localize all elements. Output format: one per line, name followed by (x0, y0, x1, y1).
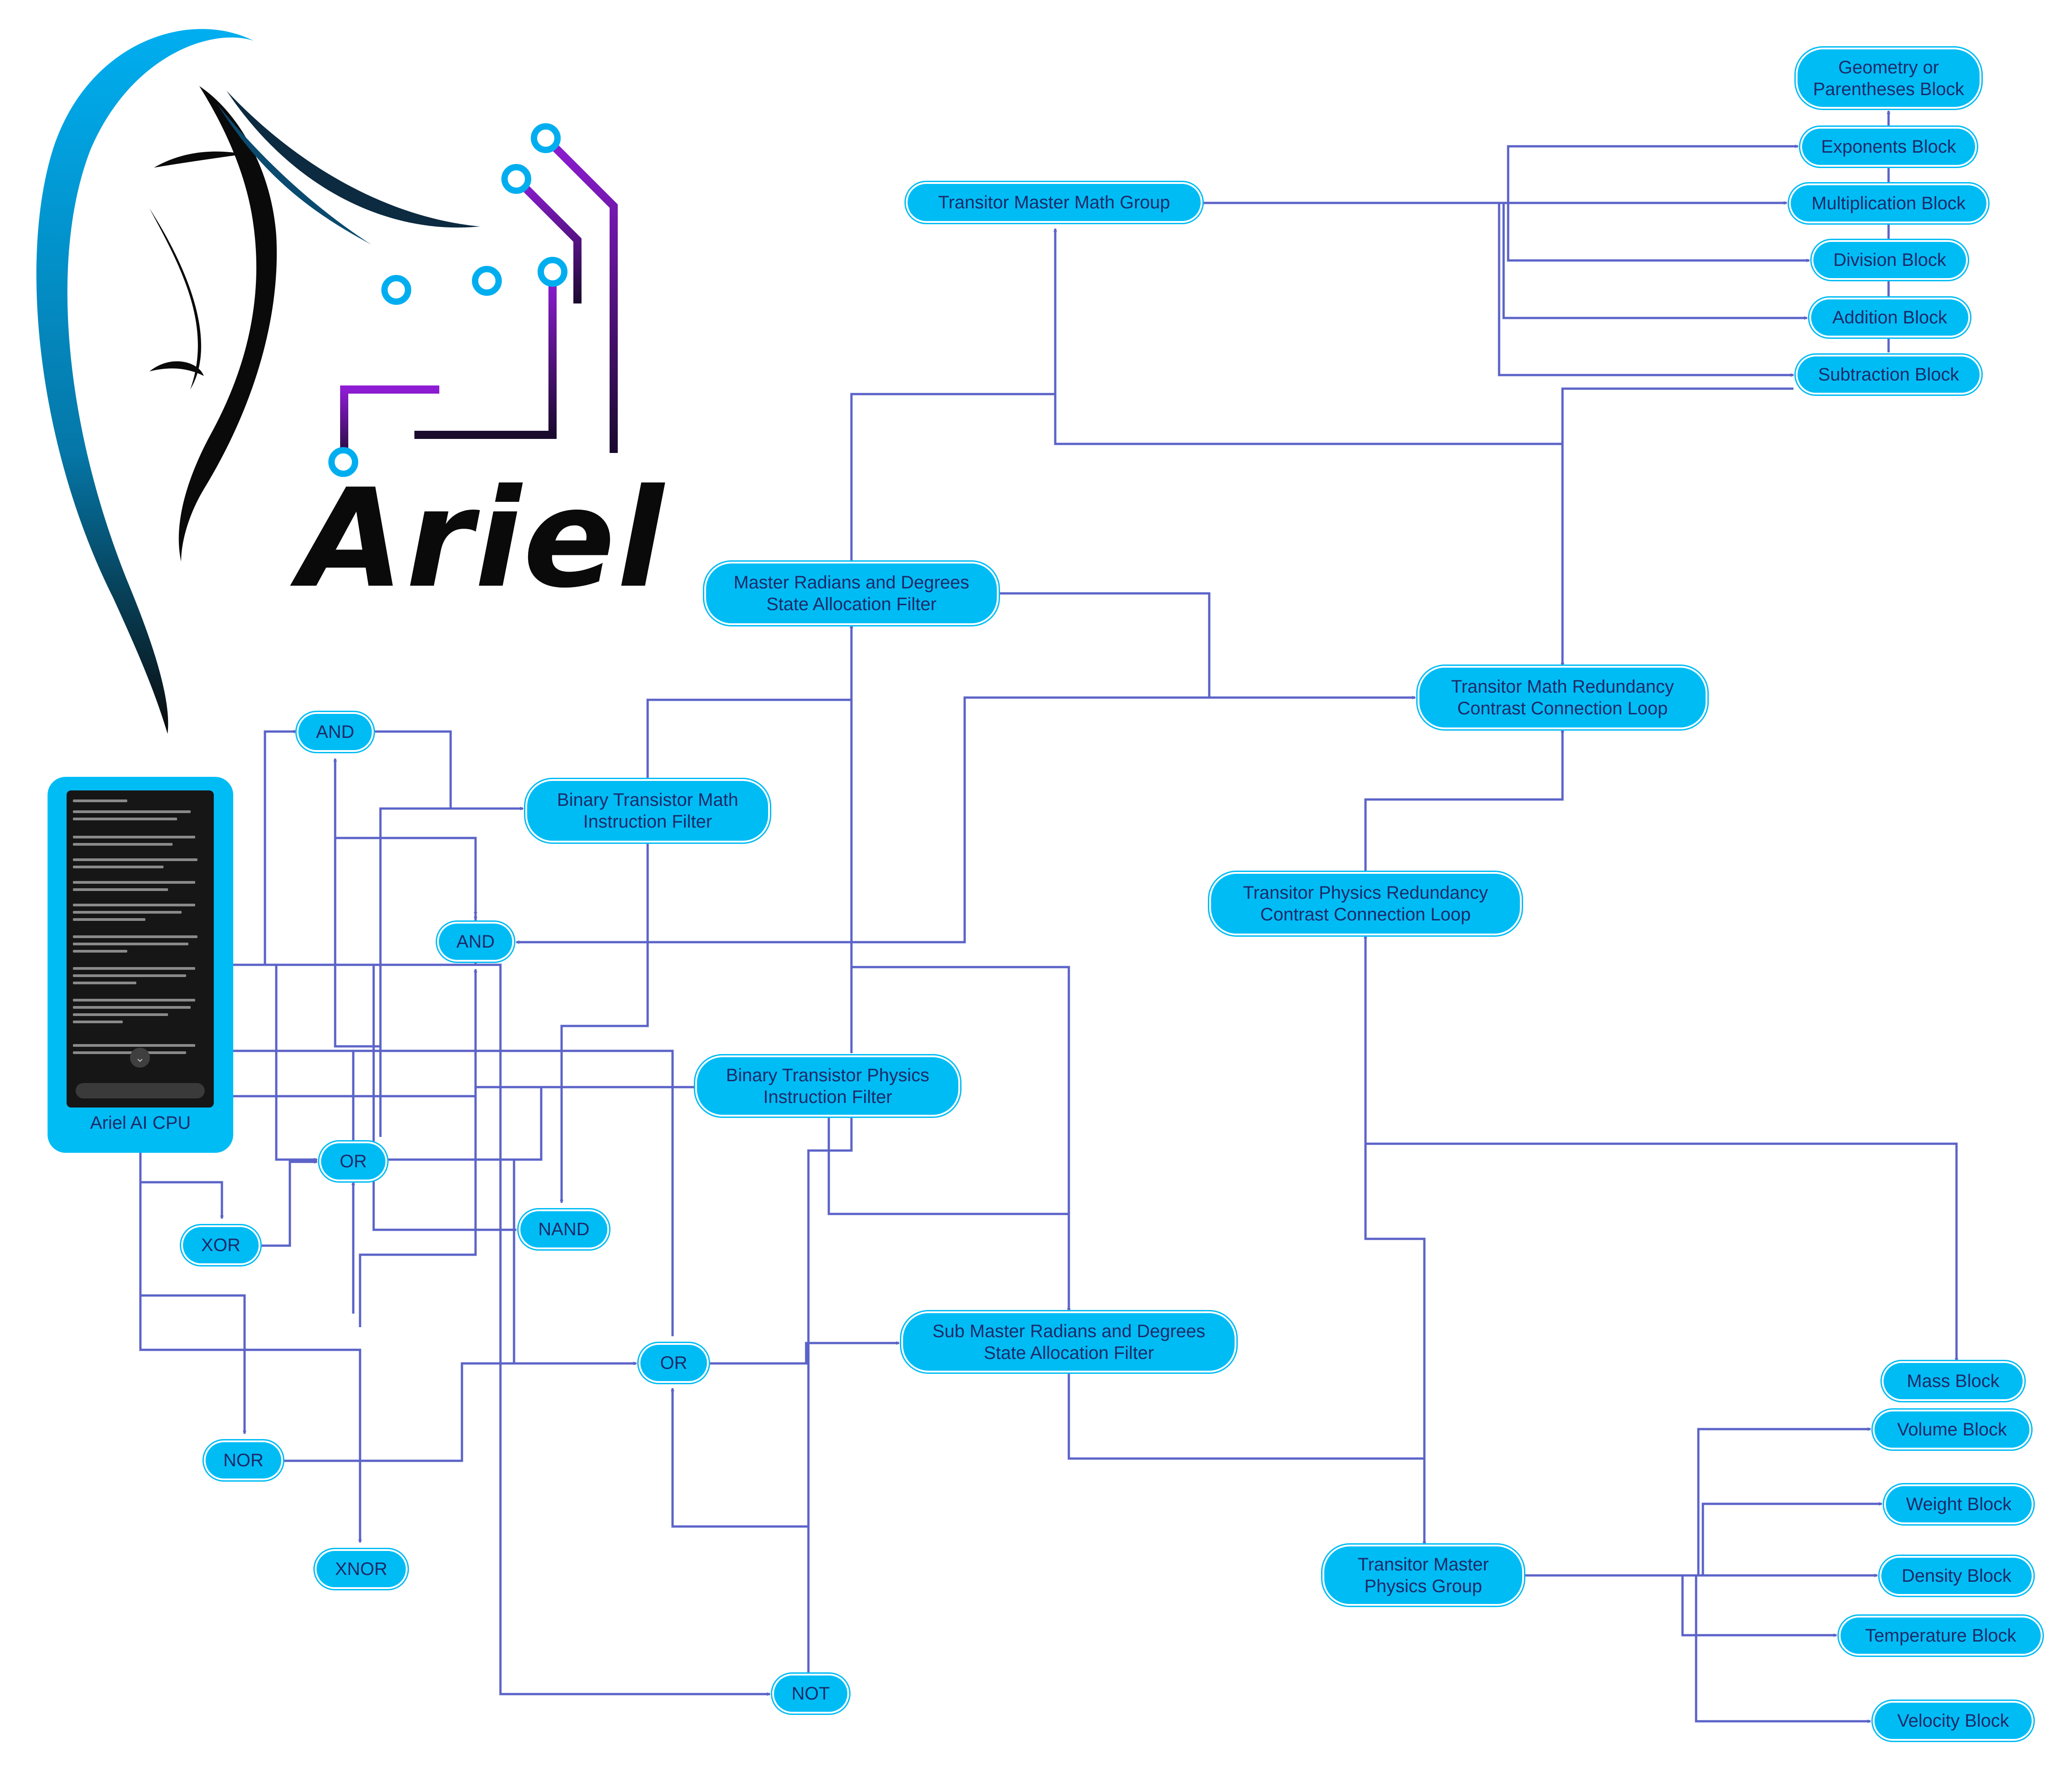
math-redundancy-loop[interactable]: Transitor Math Redundancy Contrast Conne… (1418, 666, 1707, 729)
xnor-gate[interactable]: XNOR (315, 1549, 408, 1589)
temperature-block[interactable]: Temperature Block (1839, 1616, 2043, 1656)
edge-subtraction-mathredundancy (1562, 387, 1793, 666)
mass-block[interactable]: Mass Block (1882, 1361, 2024, 1401)
xor-gate[interactable]: XOR (181, 1225, 260, 1265)
division-block[interactable]: Division Block (1812, 240, 1968, 280)
weight-block[interactable]: Weight Block (1884, 1484, 2034, 1524)
edge-physred-mass (1364, 935, 1957, 1361)
edge-or1-or2 (387, 1158, 636, 1363)
edge-mathgroup-division (1202, 202, 1809, 260)
edge-physred-mathred (1364, 729, 1562, 872)
edge-cpu-not (233, 963, 770, 1694)
nor-gate[interactable]: NOR (204, 1440, 283, 1480)
multiplication-block[interactable]: Multiplication Block (1789, 183, 1988, 223)
cpu-label: Ariel AI CPU (90, 1113, 191, 1133)
volume-block[interactable]: Volume Block (1873, 1410, 2031, 1449)
edge-radians-mathgroup (850, 229, 1055, 562)
edge-xor-or1 (260, 1162, 317, 1247)
velocity-block[interactable]: Velocity Block (1873, 1701, 2034, 1741)
ariel-logo-graphic (36, 29, 618, 734)
edge-submaster-physicsgroup (1067, 1372, 1424, 1545)
density-block[interactable]: Density Block (1880, 1556, 2034, 1596)
math-group[interactable]: Transitor Master Math Group (906, 182, 1202, 223)
edge-radians-submaster (851, 966, 1069, 1311)
and-gate-2[interactable]: AND (437, 922, 514, 962)
edge-or1-btphysics (387, 1087, 697, 1161)
edge-cpu-and1-up (335, 759, 382, 1137)
edge-cpu-nor (139, 1153, 245, 1434)
sub-master-radians-filter[interactable]: Sub Master Radians and Degrees State All… (901, 1311, 1236, 1372)
and-gate-1[interactable]: AND (297, 712, 374, 752)
edge-or2-submaster (709, 1343, 899, 1365)
edge-mathgroup-subtraction (1202, 202, 1793, 375)
scroll-down-icon[interactable]: ⌄ (130, 1048, 150, 1068)
ariel-ai-cpu-card[interactable]: ⌄ Ariel AI CPU (48, 777, 233, 1153)
edge-and1-btmath (374, 730, 523, 809)
addition-block[interactable]: Addition Block (1809, 298, 1970, 337)
edge-cpu-and1 (233, 732, 297, 966)
edge-and2-or1 (353, 969, 477, 1187)
edge-mathgroup-exponents (1202, 146, 1798, 204)
edge-cpu-xor (139, 1153, 222, 1218)
edge-cpu-or1 (233, 963, 317, 1160)
geometry-block[interactable]: Geometry or Parentheses Block (1796, 48, 1981, 109)
or-gate-1[interactable]: OR (319, 1141, 387, 1181)
exponents-block[interactable]: Exponents Block (1800, 127, 1977, 167)
edge-btmath-nand (562, 843, 649, 1203)
edge-cpu-or2 (233, 1050, 674, 1336)
edge-not-or2 (673, 1388, 808, 1528)
edge-and1-and2 (334, 759, 476, 915)
edge-physicsgroup-physred (1365, 935, 1426, 1545)
edge-physicsgroup-weight (1522, 1504, 1882, 1577)
edge-cpu-btphysics (233, 1087, 697, 1098)
edge-btphysics-submaster (827, 1117, 1069, 1311)
subtraction-block[interactable]: Subtraction Block (1796, 355, 1981, 395)
edge-btmath-and2 (379, 807, 523, 1137)
edge-radians-mathredundancy (999, 592, 1415, 698)
edge-mathred-and2 (516, 696, 1415, 942)
nand-gate[interactable]: NAND (519, 1209, 609, 1249)
edge-physicsgroup-volume (1522, 1429, 1870, 1577)
edge-btmath-radians (646, 625, 851, 781)
binary-transistor-math-filter[interactable]: Binary Transistor Math Instruction Filte… (525, 779, 770, 843)
edge-physicsgroup-velocity (1522, 1574, 1870, 1721)
edge-cpu-xnor (139, 1153, 360, 1542)
edge-xnor-and2 (359, 969, 476, 1327)
edge-mathgroup-mathredundancy (1054, 229, 1562, 666)
edge-physicsgroup-temperature (1522, 1574, 1836, 1635)
binary-transistor-physics-filter[interactable]: Binary Transistor Physics Instruction Fi… (695, 1055, 960, 1117)
ariel-logo-text: Ariel (299, 460, 666, 618)
cpu-screen-image: ⌄ (67, 790, 214, 1108)
or-gate-2[interactable]: OR (639, 1343, 709, 1383)
physics-group[interactable]: Transitor Master Physics Group (1322, 1545, 1524, 1606)
edge-btphysics-not (808, 1117, 853, 1676)
physics-redundancy-loop[interactable]: Transitor Physics Redundancy Contrast Co… (1209, 872, 1522, 935)
cpu-input-pill[interactable] (76, 1083, 205, 1098)
edge-nor-or2 (281, 1363, 636, 1462)
master-radians-filter[interactable]: Master Radians and Degrees State Allocat… (704, 562, 999, 625)
not-gate[interactable]: NOT (772, 1674, 849, 1714)
